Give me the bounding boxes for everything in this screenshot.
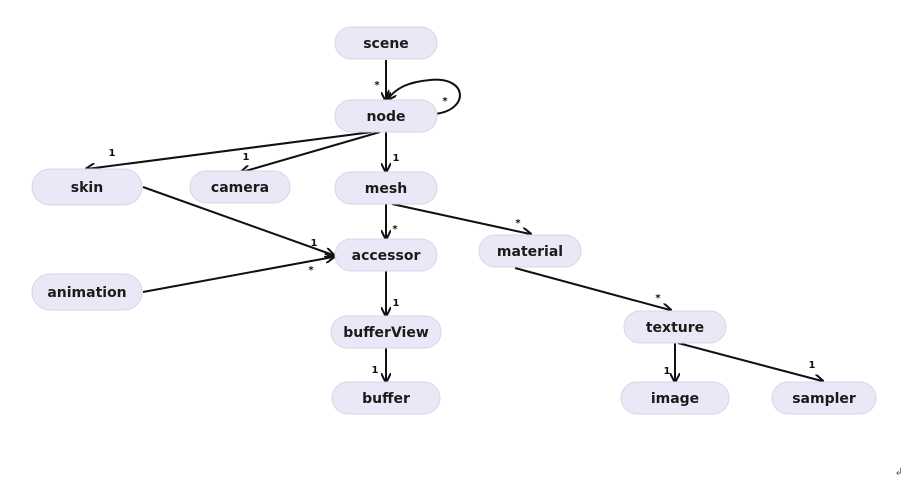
node-shape-animation [31, 273, 143, 311]
edge-label-node-to-skin: 1 [109, 148, 116, 159]
edge-label-texture-to-image: 1 [664, 366, 671, 377]
edge-animation-to-accessor [142, 257, 333, 293]
node-label-animation: animation [47, 285, 126, 301]
node-scene: scene [334, 26, 438, 60]
node-label-accessor: accessor [352, 248, 421, 264]
edge-label-node-to-camera: 1 [243, 152, 250, 163]
node-shape-accessor [334, 238, 438, 272]
edge-node-to-camera [242, 131, 381, 172]
edge-label-texture-to-sampler: 1 [809, 360, 816, 371]
edge-node-to-node [388, 78, 461, 115]
node-label-bufferView: bufferView [343, 325, 429, 341]
edge-texture-to-sampler [677, 342, 822, 381]
node-label-skin: skin [71, 180, 103, 196]
node-shape-texture [623, 310, 727, 344]
node-shape-buffer [331, 381, 441, 415]
edge-skin-to-accessor [142, 186, 333, 255]
node-shape-node [334, 99, 438, 133]
node-label-node: node [366, 109, 405, 125]
edge-mesh-to-material [391, 203, 530, 234]
edge-label-animation-to-accessor: * [308, 265, 314, 276]
edge-label-node-to-node: * [442, 96, 448, 107]
node-shape-mesh [334, 171, 438, 205]
footer-mark: ↲ [894, 467, 903, 478]
node-shape-camera [189, 170, 291, 204]
node-shape-material [478, 234, 582, 268]
node-shape-skin [31, 168, 143, 206]
node-node: node [334, 99, 438, 133]
edge-material-to-texture [514, 267, 670, 310]
edge-label-accessor-to-bufferView: 1 [393, 298, 400, 309]
node-label-scene: scene [363, 36, 409, 52]
node-image: image [620, 381, 730, 415]
node-material: material [478, 234, 582, 268]
node-shape-scene [334, 26, 438, 60]
node-buffer: buffer [331, 381, 441, 415]
node-shape-sampler [771, 381, 877, 415]
node-label-image: image [651, 391, 699, 407]
node-label-sampler: sampler [792, 391, 856, 407]
node-shape-bufferView [330, 315, 442, 349]
edge-label-node-to-mesh: 1 [393, 153, 400, 164]
node-bufferView: bufferView [330, 315, 442, 349]
node-animation: animation [31, 273, 143, 311]
node-label-buffer: buffer [362, 391, 410, 407]
node-skin: skin [31, 168, 143, 206]
edge-label-scene-to-node: * [374, 80, 380, 91]
node-accessor: accessor [334, 238, 438, 272]
edge-node-to-skin [87, 131, 373, 169]
edge-label-material-to-texture: * [655, 293, 661, 304]
edge-label-bufferView-to-buffer: 1 [372, 365, 379, 376]
node-mesh: mesh [334, 171, 438, 205]
node-shape-image [620, 381, 730, 415]
node-label-camera: camera [211, 180, 269, 196]
edge-label-mesh-to-accessor: * [392, 224, 398, 235]
edge-label-skin-to-accessor: 1 [311, 238, 318, 249]
edge-label-mesh-to-material: * [515, 218, 521, 229]
node-label-material: material [497, 244, 563, 260]
node-label-mesh: mesh [365, 181, 407, 197]
node-camera: camera [189, 170, 291, 204]
node-sampler: sampler [771, 381, 877, 415]
node-label-texture: texture [646, 320, 704, 336]
node-texture: texture [623, 310, 727, 344]
